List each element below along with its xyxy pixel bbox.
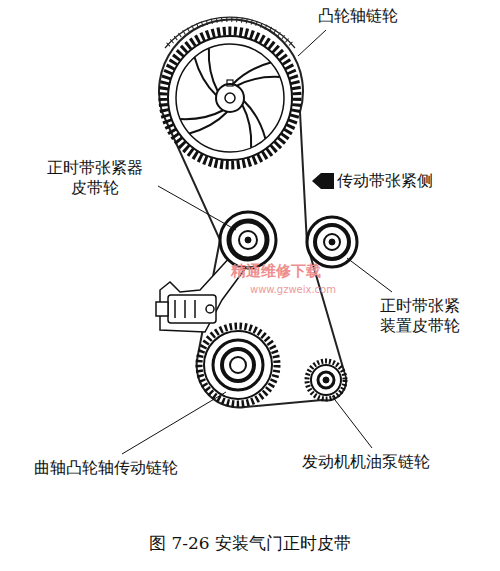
sprocket-inner-rim	[176, 44, 284, 152]
sprocket-boss	[222, 349, 254, 381]
sprocket-teeth	[163, 31, 297, 165]
pointer-arrow	[312, 173, 334, 189]
tensioner-pulley	[220, 212, 276, 268]
part-label: 发动机机油泵链轮	[302, 452, 430, 472]
sprocket-rim	[311, 365, 341, 395]
leader-line	[332, 396, 372, 448]
leader-line	[158, 186, 236, 230]
watermark: 精通维修下载	[231, 262, 321, 281]
cam-sprocket	[163, 31, 297, 165]
actuator-rib	[184, 300, 186, 318]
part-label: 传动带张紧侧	[337, 171, 433, 191]
actuator-rib	[174, 300, 176, 318]
sprocket-rim	[204, 331, 272, 399]
actuator-body	[168, 295, 216, 323]
sprocket-bore	[230, 357, 246, 373]
crank-sprocket	[199, 326, 277, 404]
oil-pump-sprocket	[307, 361, 345, 399]
key-slot	[227, 80, 233, 86]
actuator-bolt	[206, 305, 214, 313]
sprocket-boss	[318, 372, 334, 388]
sprocket-spoke	[209, 48, 218, 91]
actuator-plunger	[156, 302, 168, 316]
part-label: 曲轴凸轮轴传动链轮	[34, 458, 178, 478]
leader-lines	[122, 30, 392, 454]
pulley-rim	[220, 212, 276, 268]
sprocket-spoke	[189, 112, 227, 134]
figure-caption: 图 7-26 安装气门正时皮带	[0, 532, 500, 555]
sprocket-spoke	[195, 57, 217, 95]
pulley-center	[329, 239, 335, 245]
sprocket-bore	[225, 93, 235, 103]
timing-belt	[159, 19, 346, 407]
pulley-bolt	[239, 231, 257, 249]
sprocket-spoke	[237, 77, 280, 86]
part-label: 凸轮轴链轮	[318, 6, 398, 26]
sprocket-spoke	[242, 105, 251, 148]
sprocket-spoke	[233, 63, 271, 85]
watermark: www.gzweix.com	[250, 284, 336, 297]
sprocket-teeth	[199, 326, 277, 404]
sprocket-teeth	[307, 361, 345, 399]
pulley-bearing	[229, 221, 267, 259]
sprocket-spoke	[180, 110, 223, 119]
part-label: 正时带张紧器 皮带轮	[44, 158, 146, 198]
leader-line	[122, 392, 226, 454]
sprocket-flange	[213, 340, 263, 390]
leader-line	[298, 30, 326, 56]
leader-line	[347, 258, 392, 292]
actuator-rib	[194, 300, 196, 318]
part-label: 正时带张紧 装置皮带轮	[380, 296, 466, 336]
pulley-bearing	[315, 225, 349, 259]
pulley-bolt	[324, 234, 340, 250]
sprocket-rim	[168, 36, 292, 160]
sprocket-spoke	[244, 101, 266, 139]
sprocket-center	[323, 377, 329, 383]
pulley-center	[245, 237, 251, 243]
sprocket-hub	[216, 84, 244, 112]
